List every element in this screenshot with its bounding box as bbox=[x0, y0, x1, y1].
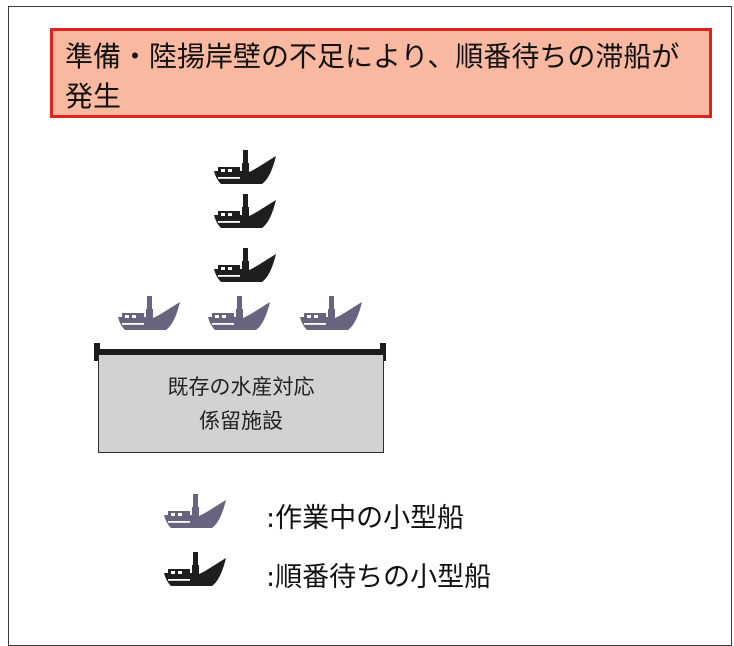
legend-waiting-ship-icon bbox=[162, 552, 228, 588]
facility-label-line2: 係留施設 bbox=[199, 408, 283, 433]
waiting-ship-icon bbox=[212, 194, 278, 230]
pier-edge bbox=[94, 349, 386, 355]
working-ship-icon bbox=[298, 296, 364, 332]
legend-working-label: :作業中の小型船 bbox=[266, 503, 465, 534]
working-ship-icon bbox=[116, 296, 182, 332]
facility-label-line1: 既存の水産対応 bbox=[167, 374, 315, 399]
waiting-ship-icon bbox=[212, 248, 278, 284]
title-callout: 準備・陸揚岸壁の不足により、順番待ちの滞船が発生 bbox=[50, 28, 712, 118]
legend-waiting-label: :順番待ちの小型船 bbox=[266, 562, 492, 593]
mooring-facility: 既存の水産対応 係留施設 bbox=[98, 355, 384, 453]
pier-cap-left bbox=[94, 343, 100, 361]
title-text: 準備・陸揚岸壁の不足により、順番待ちの滞船が発生 bbox=[65, 40, 680, 113]
legend-working-ship-icon bbox=[162, 494, 228, 530]
working-ship-icon bbox=[206, 296, 272, 332]
pier-cap-right bbox=[380, 343, 386, 361]
waiting-ship-icon bbox=[212, 150, 278, 186]
